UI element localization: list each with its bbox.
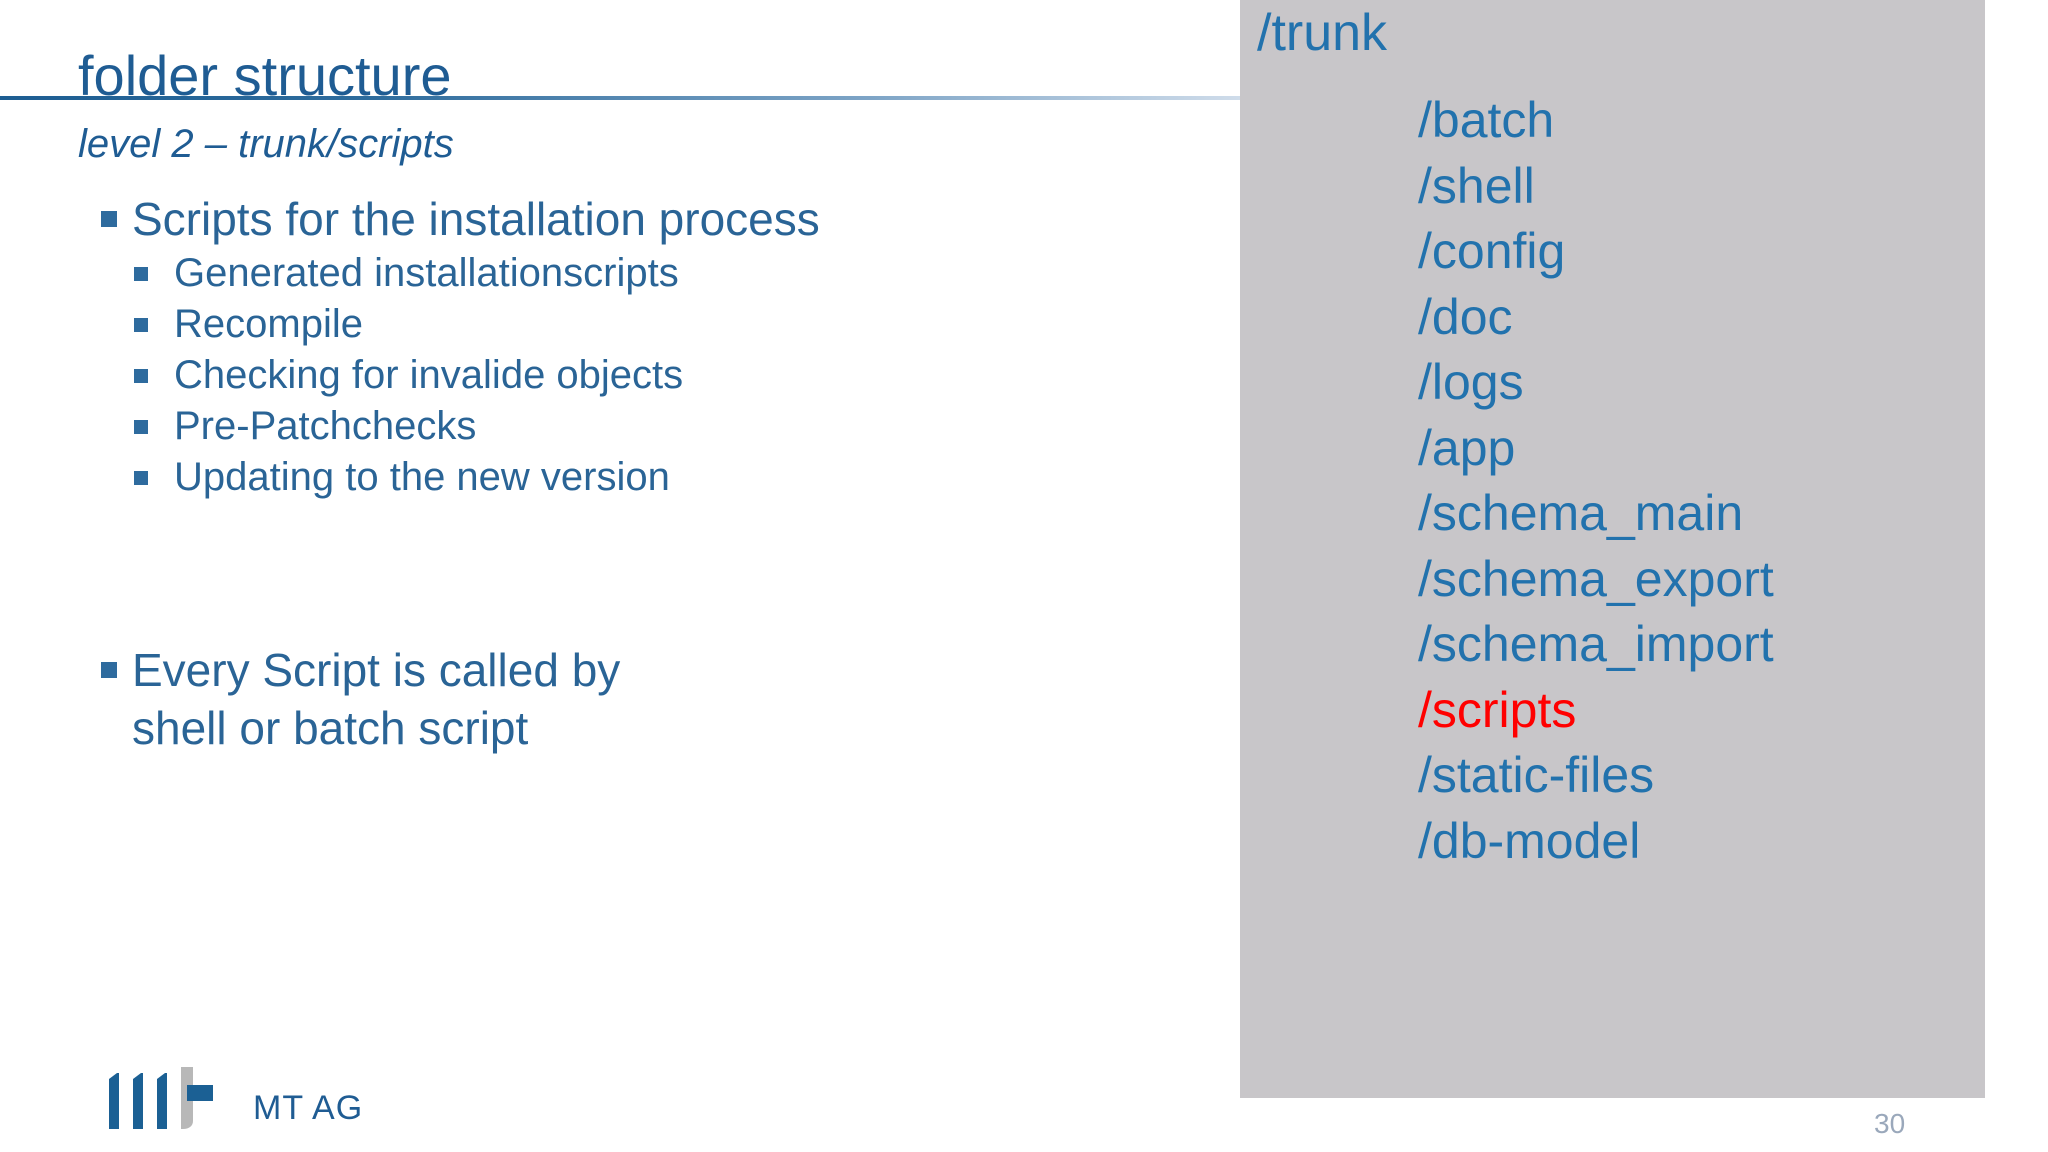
folder-item: /schema_export — [1418, 550, 1774, 607]
bullet-label: Updating to the new version — [174, 455, 670, 499]
bullet-square-icon — [134, 267, 148, 281]
bullet-label: Scripts for the installation process — [132, 193, 820, 245]
bullet-level-1: Scripts for the installation process — [98, 190, 1208, 248]
bullet-label: Every Script is called by shell or batch… — [132, 644, 621, 754]
bullet-level-2: Pre-Patchchecks — [134, 401, 1208, 452]
folder-item: /db-model — [1418, 812, 1641, 869]
mt-ag-logo-text: MT AG — [253, 1089, 364, 1127]
bullet-square-icon — [101, 662, 117, 678]
folder-item: /schema_import — [1418, 616, 1774, 672]
bullet-label: Generated installationscripts — [174, 251, 679, 295]
folder-item: /shell — [1418, 157, 1535, 214]
page-number: 30 — [1874, 1108, 1906, 1139]
bullet-level-2: Updating to the new version — [134, 452, 1208, 503]
mt-ag-logo: MT AG — [105, 1063, 365, 1133]
bullet-level-2: Checking for invalide objects — [134, 350, 1208, 401]
folder-item: /schema_main — [1418, 485, 1744, 541]
bullet-label: Checking for invalide objects — [174, 353, 684, 397]
bullet-level-2: Recompile — [134, 299, 1208, 350]
folder-item: /batch — [1418, 92, 1555, 148]
folder-item: /doc — [1418, 288, 1513, 345]
folder-item: /app — [1418, 419, 1516, 476]
mt-ag-logo-mark — [109, 1067, 213, 1129]
bullet-square-icon — [134, 420, 148, 434]
bullet-square-icon — [101, 211, 117, 227]
folder-root-label: /trunk — [1257, 4, 1388, 62]
folder-children-list: /batch/shell/config/doc/logs/app/schema_… — [1418, 88, 1978, 874]
title-divider — [0, 96, 1240, 100]
bullet-square-icon — [134, 369, 148, 383]
bullet-level-2: Generated installationscripts — [134, 248, 1208, 299]
page-subtitle: level 2 – trunk/scripts — [78, 122, 454, 166]
folder-item: /scripts — [1418, 681, 1577, 738]
folder-tree-panel: /trunk /batch/shell/config/doc/logs/app/… — [1240, 0, 1985, 1098]
bullet-group-spacer — [98, 503, 1208, 641]
bullet-label: Pre-Patchchecks — [174, 404, 477, 448]
bullet-square-icon — [134, 471, 148, 485]
bullet-square-icon — [134, 318, 148, 332]
folder-item: /logs — [1418, 354, 1524, 410]
folder-item: /config — [1418, 223, 1566, 279]
bullet-level-1: Every Script is called by shell or batch… — [98, 641, 1208, 757]
bullet-label: Recompile — [174, 302, 363, 346]
folder-item: /static-files — [1418, 747, 1655, 803]
